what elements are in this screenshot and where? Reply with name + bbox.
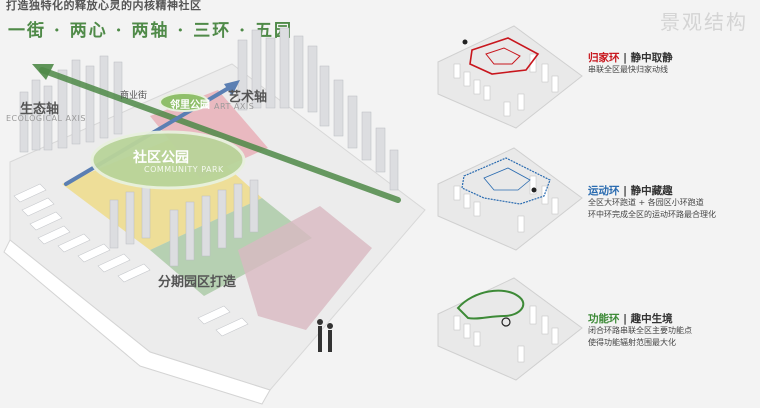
home-ring-diagram	[434, 24, 584, 132]
commercial-street-label: 商业街	[120, 88, 147, 101]
function-ring-title: 功能环 | 趣中生境	[588, 311, 673, 326]
sport-ring-desc: 全区大环跑道 + 各园区小环跑道 环中环完成全区的运动环路最合理化	[588, 197, 716, 221]
community-park-sublabel: COMMUNITY PARK	[144, 165, 224, 174]
sport-ring-diagram	[434, 146, 584, 254]
community-park-label: 社区公园	[133, 147, 189, 167]
phased-park-label: 分期园区打造	[158, 271, 236, 290]
home-ring-title: 归家环 | 静中取静	[588, 50, 673, 65]
neighborhood-park-label: 邻里公园	[170, 96, 210, 111]
art-axis-sublabel: ART AXIS	[214, 102, 254, 111]
function-ring-desc: 闭合环路串联全区主要功能点 使得功能辐射范围最大化	[588, 325, 692, 349]
home-ring-desc: 串联全区最快归家动线	[588, 64, 668, 76]
sport-ring-title: 运动环 | 静中藏趣	[588, 183, 673, 198]
function-ring-diagram	[434, 276, 584, 384]
site-plan-illustration	[0, 0, 430, 408]
ecology-axis-sublabel: ECOLOGICAL AXIS	[6, 114, 86, 123]
section-title: 景观结构	[660, 6, 748, 35]
